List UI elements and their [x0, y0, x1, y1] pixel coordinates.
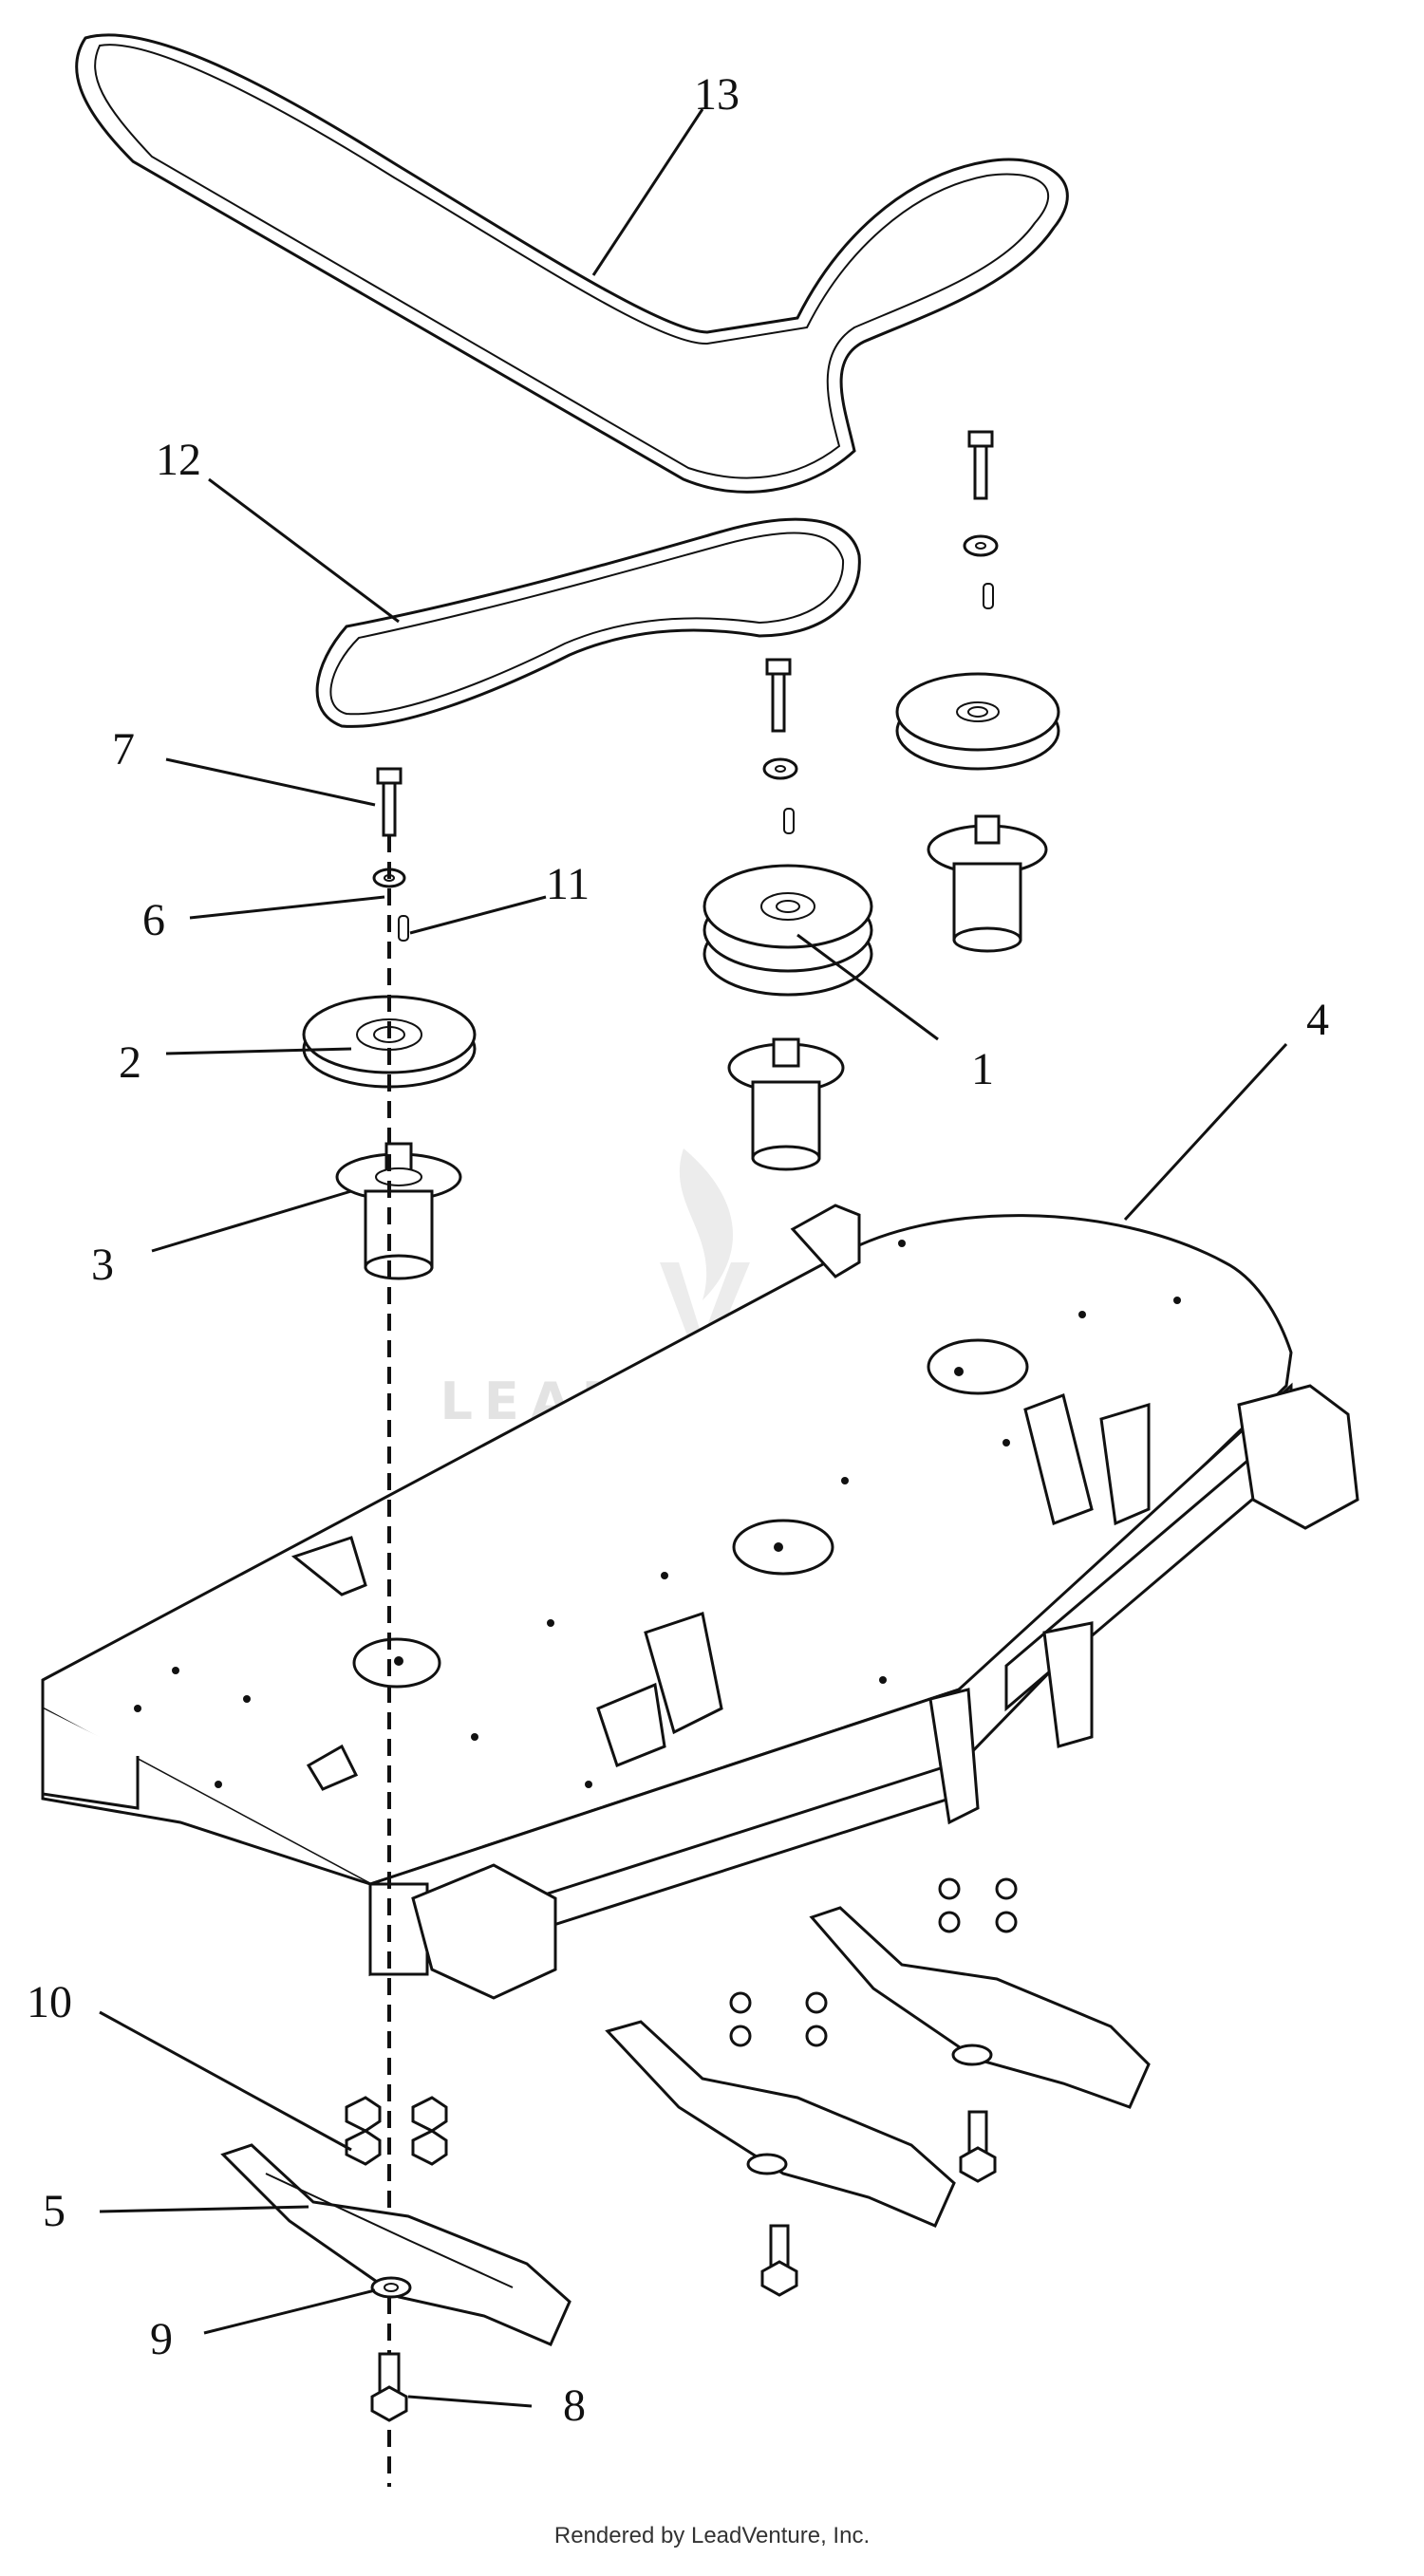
- right-blade-hardware: [729, 1877, 1018, 2297]
- pulley-1: [703, 864, 873, 997]
- callout-8: 8: [563, 2380, 586, 2431]
- bolt-7: [376, 767, 403, 837]
- callout-13: 13: [694, 69, 740, 120]
- center-hardware: [762, 658, 798, 834]
- right-pulley: [895, 672, 1060, 771]
- callout-4: 4: [1306, 995, 1329, 1045]
- deck-4: [41, 1204, 1359, 2000]
- left-blade-hardware: [345, 2096, 448, 2422]
- callout-6: 6: [142, 895, 165, 945]
- blade-5: [220, 2143, 571, 2346]
- belt-13: [75, 33, 1069, 494]
- callout-1: 1: [971, 1044, 994, 1094]
- center-spindle: [727, 1037, 845, 1171]
- callout-5: 5: [43, 2186, 66, 2236]
- spindle-3: [335, 1142, 462, 1280]
- leader-lines: [99, 108, 1288, 2408]
- right-spindle: [927, 814, 1048, 953]
- callout-9: 9: [150, 2314, 173, 2364]
- callout-labels: 13 12 7 6 11 2 1 4 3 10 5 9 8: [27, 69, 1329, 2431]
- callout-12: 12: [156, 435, 201, 485]
- callout-7: 7: [112, 724, 135, 775]
- callout-10: 10: [27, 1977, 72, 2027]
- right-hardware: [963, 430, 999, 609]
- right-blades: [605, 1906, 1151, 2228]
- belt-12: [315, 517, 861, 728]
- callout-11: 11: [546, 859, 590, 909]
- footer-credit: Rendered by LeadVenture, Inc.: [553, 2523, 871, 2548]
- callout-2: 2: [119, 1037, 141, 1088]
- watermark-v-icon: [660, 1262, 750, 1376]
- callout-3: 3: [91, 1240, 114, 1290]
- watermark-flame-icon: [679, 1148, 734, 1300]
- key-11: [398, 915, 409, 942]
